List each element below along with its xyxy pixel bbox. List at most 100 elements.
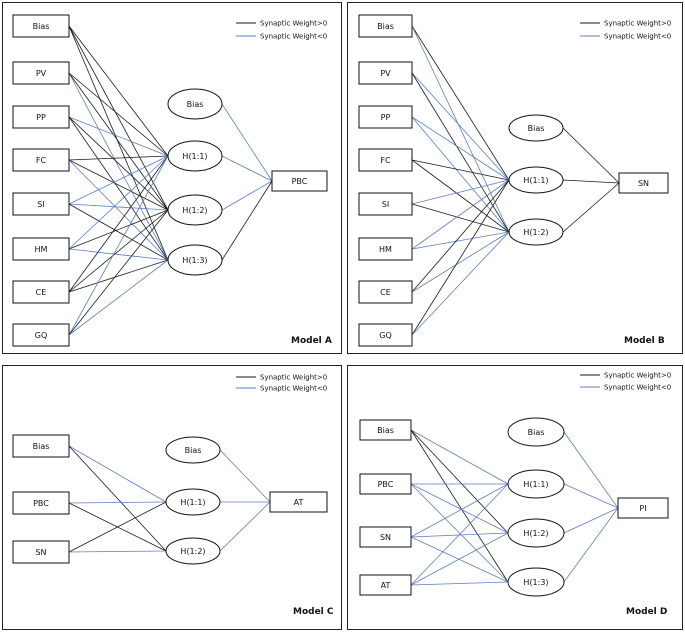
hidden-label: H(1:2): [523, 228, 548, 237]
hidden-label: H(1:2): [523, 529, 548, 538]
edge-gq-h2: [68, 209, 169, 336]
input-label: Bias: [33, 442, 50, 451]
input-label: PBC: [33, 499, 49, 508]
edge-gq-h2: [411, 231, 510, 336]
edge-ce-h3: [68, 259, 169, 293]
edge-pp-h1: [68, 116, 169, 157]
edge-hm-h3: [68, 248, 169, 261]
edge-pv-h2: [68, 72, 169, 211]
edge-h2-output: [562, 182, 620, 233]
edge-pv-h1: [68, 72, 169, 157]
edge-si-h3: [68, 203, 169, 261]
hidden-node-h2: H(1:2): [165, 537, 221, 565]
edge-hidden-bias-output: [562, 127, 620, 184]
input-node-bias: Bias: [12, 14, 70, 38]
edge-sn-h3: [410, 536, 509, 583]
hidden-node-h2: H(1:2): [507, 518, 565, 548]
output-label: PI: [639, 504, 646, 513]
legend-positive-label: Synaptic Weight>0: [260, 374, 327, 382]
edge-bias-h1: [411, 25, 510, 181]
legend-negative-label: Synaptic Weight<0: [260, 33, 327, 41]
edge-hm-h2: [411, 231, 510, 250]
hidden-label: H(1:3): [523, 578, 548, 587]
edge-ce-h1: [411, 179, 510, 293]
edge-ce-h2: [411, 231, 510, 293]
hidden-node-h1: H(1:1): [167, 140, 223, 172]
edge-fc-h2: [411, 159, 510, 233]
hidden-label: H(1:1): [182, 152, 207, 161]
edge-h3-output: [563, 507, 619, 583]
input-node-pv: PV: [12, 61, 70, 85]
input-node-at: AT: [359, 574, 412, 596]
edge-h2-output: [563, 507, 619, 534]
edge-at-h3: [410, 581, 509, 586]
input-label: Bias: [33, 22, 50, 31]
edge-gq-h3: [68, 259, 169, 336]
input-label: SI: [37, 200, 44, 209]
edge-fc-h2: [68, 159, 169, 211]
hidden-node-h2: H(1:2): [167, 194, 223, 226]
edge-pp-h2: [411, 116, 510, 233]
input-label: PP: [36, 113, 46, 122]
edge-sn-h1: [68, 501, 167, 553]
input-label: FC: [36, 156, 47, 165]
edge-hm-h2: [68, 209, 169, 250]
legend-positive-label: Synaptic Weight>0: [260, 20, 327, 28]
edge-sn-h2: [68, 550, 167, 553]
input-node-bias: Bias: [12, 434, 70, 458]
input-node-pbc: PBC: [359, 473, 412, 495]
input-label: HM: [379, 245, 392, 254]
diagram-model-d: BiasPBCSNATBiasH(1:1)H(1:2)H(1:3)PISynap…: [359, 372, 671, 617]
input-node-pv: PV: [358, 61, 413, 85]
input-label: CE: [36, 288, 47, 297]
input-node-ce: CE: [12, 280, 70, 304]
model-title: Model D: [626, 607, 667, 617]
input-label: Bias: [377, 426, 394, 435]
edge-hm-h1: [411, 179, 510, 250]
edge-bias-h2: [411, 25, 510, 233]
edge-si-h1: [68, 155, 169, 205]
legend-negative-label: Synaptic Weight<0: [604, 384, 671, 392]
edge-h2-output: [221, 180, 273, 211]
input-node-pp: PP: [358, 105, 413, 129]
edge-fc-h3: [68, 159, 169, 261]
input-node-bias: Bias: [359, 419, 412, 441]
model-title: Model C: [293, 607, 334, 617]
edge-pv-h3: [68, 72, 169, 261]
input-node-fc: FC: [12, 148, 70, 172]
edge-bias-h3: [68, 25, 169, 261]
edge-h2-output: [219, 501, 271, 552]
output-label: PBC: [292, 177, 308, 186]
hidden-node-h2: H(1:2): [508, 218, 564, 246]
edge-h1-output: [221, 155, 273, 182]
output-node-pbc: PBC: [271, 170, 328, 192]
input-label: FC: [380, 156, 391, 165]
hidden-node-h1: H(1:1): [165, 488, 221, 516]
edge-ce-h2: [68, 209, 169, 293]
hidden-label: H(1:3): [182, 256, 207, 265]
legend-negative-label: Synaptic Weight<0: [604, 33, 671, 41]
hidden-label: H(1:2): [182, 206, 207, 215]
edge-sn-h1: [410, 483, 509, 538]
input-label: PV: [36, 69, 47, 78]
diagram-model-a: BiasPVPPFCSIHMCEGQBiasH(1:1)H(1:2)H(1:3)…: [12, 14, 332, 347]
model-title: Model A: [291, 336, 332, 346]
model-title: Model B: [624, 336, 665, 346]
input-label: PV: [380, 69, 391, 78]
edge-bias-h1: [410, 429, 509, 485]
hidden-node-h1: H(1:1): [508, 166, 564, 194]
edge-gq-h1: [411, 179, 510, 336]
edge-at-h2: [410, 532, 509, 586]
hidden-node-h3: H(1:3): [507, 567, 565, 597]
hidden-bias-node: Bias: [165, 436, 221, 464]
input-label: SN: [35, 548, 46, 557]
hidden-label: H(1:1): [523, 480, 548, 489]
input-node-si: SI: [358, 192, 413, 216]
input-label: PBC: [378, 480, 394, 489]
hidden-label: H(1:1): [180, 498, 205, 507]
input-node-hm: HM: [12, 237, 70, 261]
diagram-model-b: BiasPVPPFCSIHMCEGQBiasH(1:1)H(1:2)SNSyna…: [358, 14, 671, 347]
input-node-sn: SN: [12, 540, 70, 564]
